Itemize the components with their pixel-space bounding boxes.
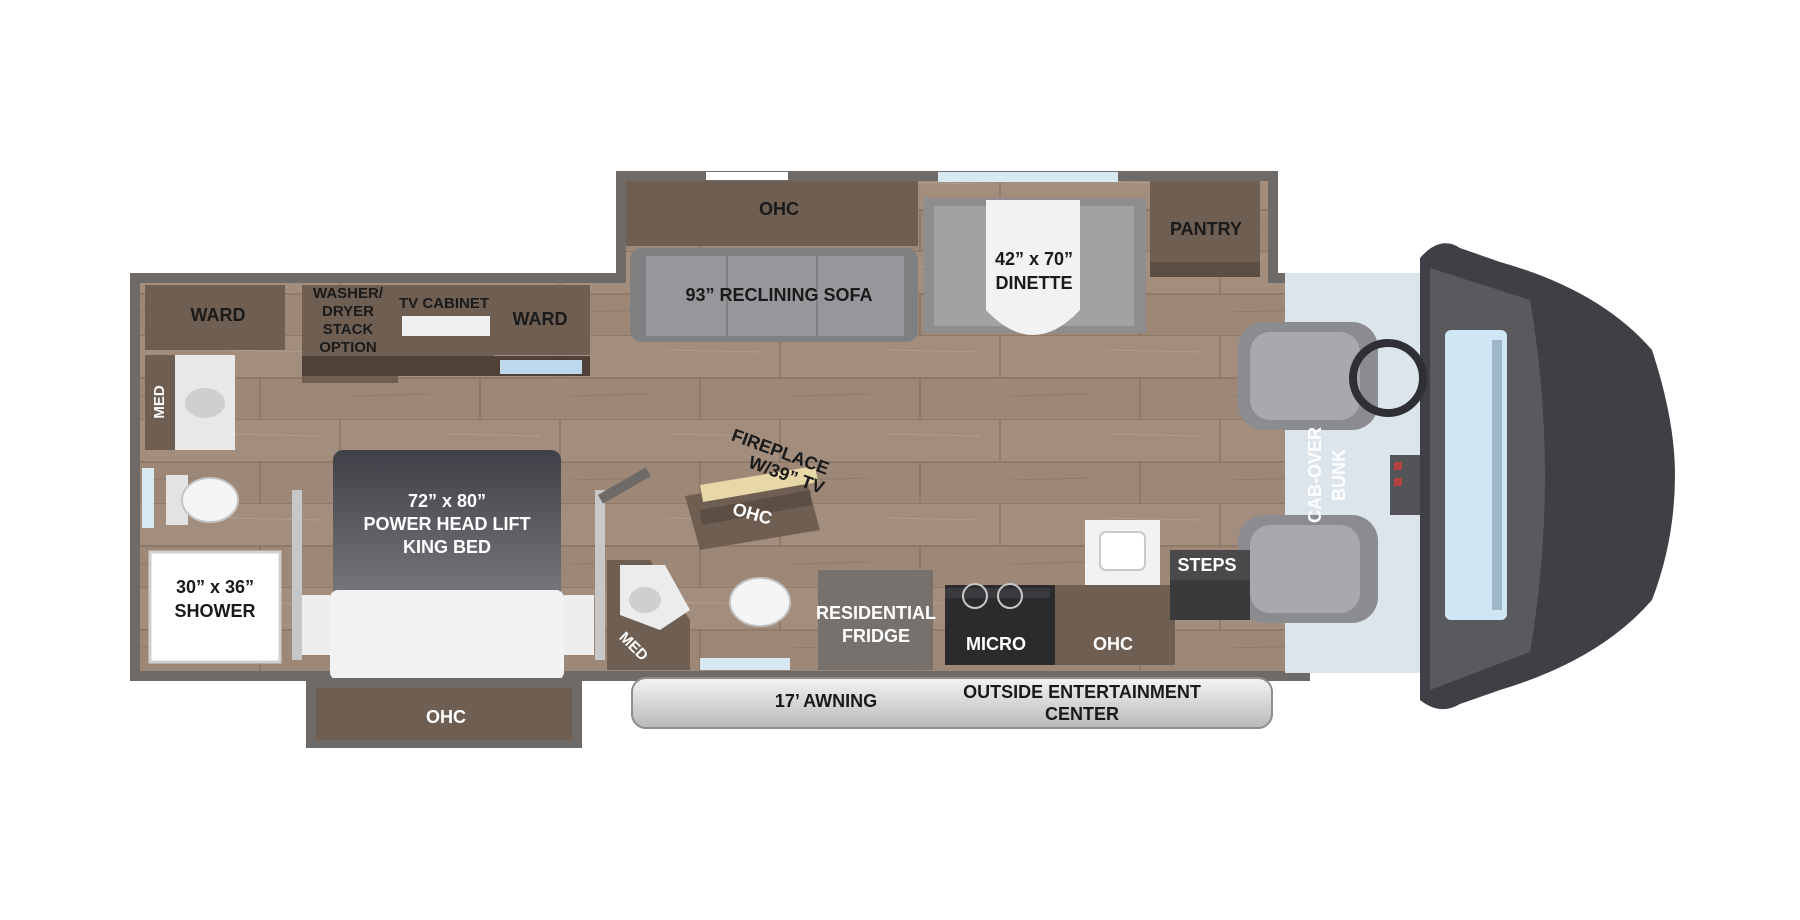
cabover-label-2: BUNK: [1329, 449, 1349, 501]
ward-right-label: WARD: [513, 309, 568, 329]
washer-label-4: OPTION: [319, 339, 377, 356]
ohc-kitchen-label: OHC: [1093, 634, 1133, 654]
reclining-sofa: [630, 248, 918, 342]
ward-left-cabinet: [145, 285, 285, 350]
burner-icon-1: [962, 583, 988, 609]
front-cab: [1238, 243, 1675, 710]
steps-label: STEPS: [1177, 555, 1236, 575]
cabover-label-1: CAB-OVER: [1305, 427, 1325, 523]
rear-area: [142, 285, 605, 680]
top-window-1: [706, 172, 788, 180]
bed-type-label: POWER HEAD LIFT: [364, 514, 531, 534]
ward-right-cabinet: [494, 285, 590, 355]
mid-toilet-icon: [729, 577, 791, 627]
outside-entertainment-label-2: CENTER: [1045, 704, 1119, 724]
fridge-label-1: RESIDENTIAL: [816, 603, 936, 623]
kitchen: [818, 520, 1250, 670]
med-left-label: MED: [151, 385, 168, 419]
mid-bath-window: [700, 658, 790, 670]
king-bed: [300, 450, 594, 680]
top-slideout: [626, 172, 1260, 342]
pantry-cabinet: [1150, 181, 1260, 271]
shower-label: SHOWER: [175, 601, 256, 621]
bed-size-label: 72” x 80”: [408, 491, 486, 511]
rear-toilet-icon: [166, 475, 239, 525]
bath-window: [142, 468, 154, 528]
rear-bottom-slide: [306, 678, 582, 748]
ohc-bottom-label: OHC: [426, 707, 466, 727]
steering-wheel-icon: [1349, 339, 1427, 417]
washer-label-1: WASHER/: [313, 285, 384, 302]
dinette-table: [986, 200, 1080, 335]
left-sink-icon: [185, 388, 225, 418]
fridge-label-2: FRIDGE: [842, 626, 910, 646]
windshield: [1445, 330, 1507, 620]
dinette: [924, 198, 1146, 335]
ohc-kitchen-cabinet: [1055, 585, 1175, 665]
outside-entertainment-label-1: OUTSIDE ENTERTAINMENT: [963, 682, 1201, 702]
dinette-size-label: 42” x 70”: [995, 249, 1073, 269]
driver-seat: [1238, 322, 1427, 430]
ward-left-label: WARD: [191, 305, 246, 325]
tv-cabinet-label: TV CABINET: [399, 295, 489, 312]
burner-icon-2: [997, 583, 1023, 609]
passenger-seat: [1238, 515, 1378, 623]
ohc-top-label: OHC: [759, 199, 799, 219]
awning-label: 17’ AWNING: [775, 691, 877, 711]
ohc-bottom-cabinet: [316, 688, 572, 740]
dinette-label: DINETTE: [995, 273, 1072, 293]
ohc-top-cabinet: [626, 181, 918, 246]
fireplace-cabinet: [685, 466, 820, 550]
mid-sink-icon: [629, 587, 661, 613]
awning: [631, 677, 1273, 729]
shower-stall: [148, 550, 282, 664]
med-cabinet-left: [145, 355, 175, 450]
shower-size-label: 30” x 36”: [176, 577, 254, 597]
sofa-label: 93” RECLINING SOFA: [685, 285, 872, 305]
bed-linens: [330, 590, 564, 680]
bed-king-label: KING BED: [403, 537, 491, 557]
pantry-label: PANTRY: [1170, 219, 1242, 239]
micro-label: MICRO: [966, 634, 1026, 654]
washer-label-2: DRYER: [322, 303, 374, 320]
washer-label-3: STACK: [323, 321, 374, 338]
mid-bath: [598, 467, 791, 670]
residential-fridge: [818, 570, 933, 670]
top-window-2: [938, 172, 1118, 182]
kitchen-sink-icon: [1099, 531, 1146, 571]
rear-window: [500, 360, 582, 374]
